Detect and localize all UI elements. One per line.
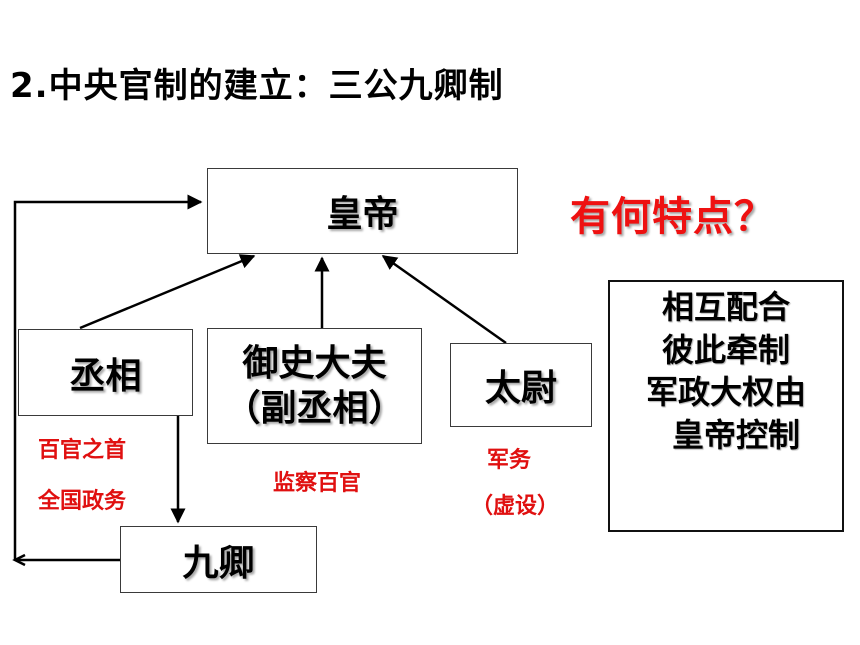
chancellor-label: 丞相 [69, 355, 142, 397]
arrow-feedback-to-emperor [13, 194, 203, 560]
emperor-label: 皇帝 [326, 194, 399, 235]
arrow-ministers-left-tip [12, 553, 26, 567]
commandant-box: 太尉 [450, 343, 592, 427]
censor-box: 御史大夫 （副丞相） [207, 328, 422, 444]
commandant-note-1: 军务 [487, 448, 532, 473]
feature-item: 彼此牵制 [661, 330, 790, 369]
chancellor-note-2: 全国政务 [38, 489, 127, 514]
censor-note: 监察百官 [273, 471, 362, 496]
commandant-label: 太尉 [484, 368, 557, 409]
arrow-commandant-to-emperor [381, 254, 507, 345]
page-title: 2.中央官制的建立：三公九卿制 [10, 66, 504, 106]
features-box: 相互配合 彼此牵制 军政大权由 皇帝控制 [608, 280, 844, 532]
feature-item: 军政大权由 [645, 373, 806, 412]
chancellor-note-1: 百官之首 [38, 438, 127, 463]
feature-item: 相互配合 [661, 288, 790, 326]
commandant-note-2: （虚设） [471, 494, 560, 519]
censor-label: 御史大夫 [242, 343, 387, 384]
ministers-box: 九卿 [120, 526, 317, 593]
arrow-chancellor-to-emperor [79, 254, 256, 330]
question-text: 有何特点？ [570, 194, 775, 240]
emperor-box: 皇帝 [207, 168, 518, 254]
feature-item: 皇帝控制 [671, 415, 800, 454]
ministers-label: 九卿 [182, 542, 255, 584]
chancellor-box: 丞相 [18, 329, 193, 416]
censor-sublabel: （副丞相） [224, 388, 405, 429]
